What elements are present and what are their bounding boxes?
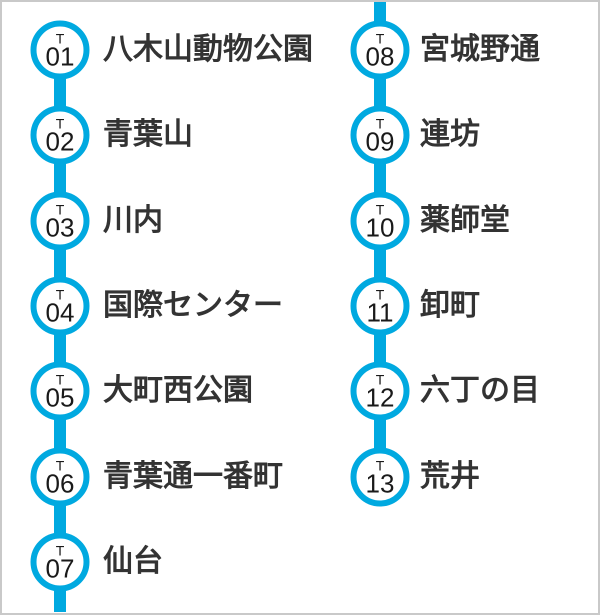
station-letter: T [55, 30, 65, 46]
station-number-badge: T 08 [350, 20, 410, 80]
station-number: 02 [45, 126, 75, 156]
station-letter: T [55, 115, 65, 131]
station-number-badge: T 10 [350, 191, 410, 251]
station-number-badge: T 01 [30, 20, 90, 80]
station-name: 青葉通一番町 [103, 460, 283, 493]
station-number: 03 [45, 212, 75, 242]
station-letter: T [375, 115, 385, 131]
station-number: 01 [45, 41, 75, 71]
station-number-badge: T 13 [350, 447, 410, 507]
station-letter: T [375, 457, 385, 473]
station-number-badge: T 05 [30, 361, 90, 421]
station-number: 13 [365, 468, 395, 498]
station-letter: T [375, 30, 385, 46]
station-letter: T [55, 371, 65, 387]
station-name: 青葉山 [103, 118, 193, 151]
station-letter: T [375, 201, 385, 217]
station-letter: T [375, 286, 385, 302]
station-name: 連坊 [420, 118, 480, 151]
station-number-badge: T 12 [350, 361, 410, 421]
station-number: 10 [365, 212, 395, 242]
station-letter: T [55, 457, 65, 473]
station-number-badge: T 09 [350, 105, 410, 165]
station-name: 大町西公園 [103, 374, 253, 407]
station-number: 04 [45, 297, 75, 327]
station-name: 六丁の目 [420, 374, 540, 407]
station-letter: T [375, 371, 385, 387]
station-letter: T [55, 286, 65, 302]
station-number: 08 [365, 41, 395, 71]
station-number-badge: T 11 [350, 276, 410, 336]
station-number-badge: T 07 [30, 532, 90, 592]
station-name: 国際センター [103, 289, 283, 322]
station-name: 荒井 [420, 460, 480, 493]
station-number-badge: T 03 [30, 191, 90, 251]
station-name: 仙台 [103, 545, 163, 578]
station-number: 07 [45, 553, 75, 583]
station-name: 八木山動物公園 [103, 33, 313, 66]
station-name: 宮城野通 [420, 33, 540, 66]
station-number-badge: T 02 [30, 105, 90, 165]
station-number-badge: T 06 [30, 447, 90, 507]
station-number: 09 [365, 126, 395, 156]
station-name: 薬師堂 [420, 204, 510, 237]
station-number: 06 [45, 468, 75, 498]
station-number: 05 [45, 382, 75, 412]
station-letter: T [55, 201, 65, 217]
station-number: 12 [365, 382, 395, 412]
station-number-badge: T 04 [30, 276, 90, 336]
station-letter: T [55, 542, 65, 558]
station-name: 卸町 [420, 289, 480, 322]
station-number: 11 [366, 297, 394, 327]
station-name: 川内 [103, 204, 163, 237]
